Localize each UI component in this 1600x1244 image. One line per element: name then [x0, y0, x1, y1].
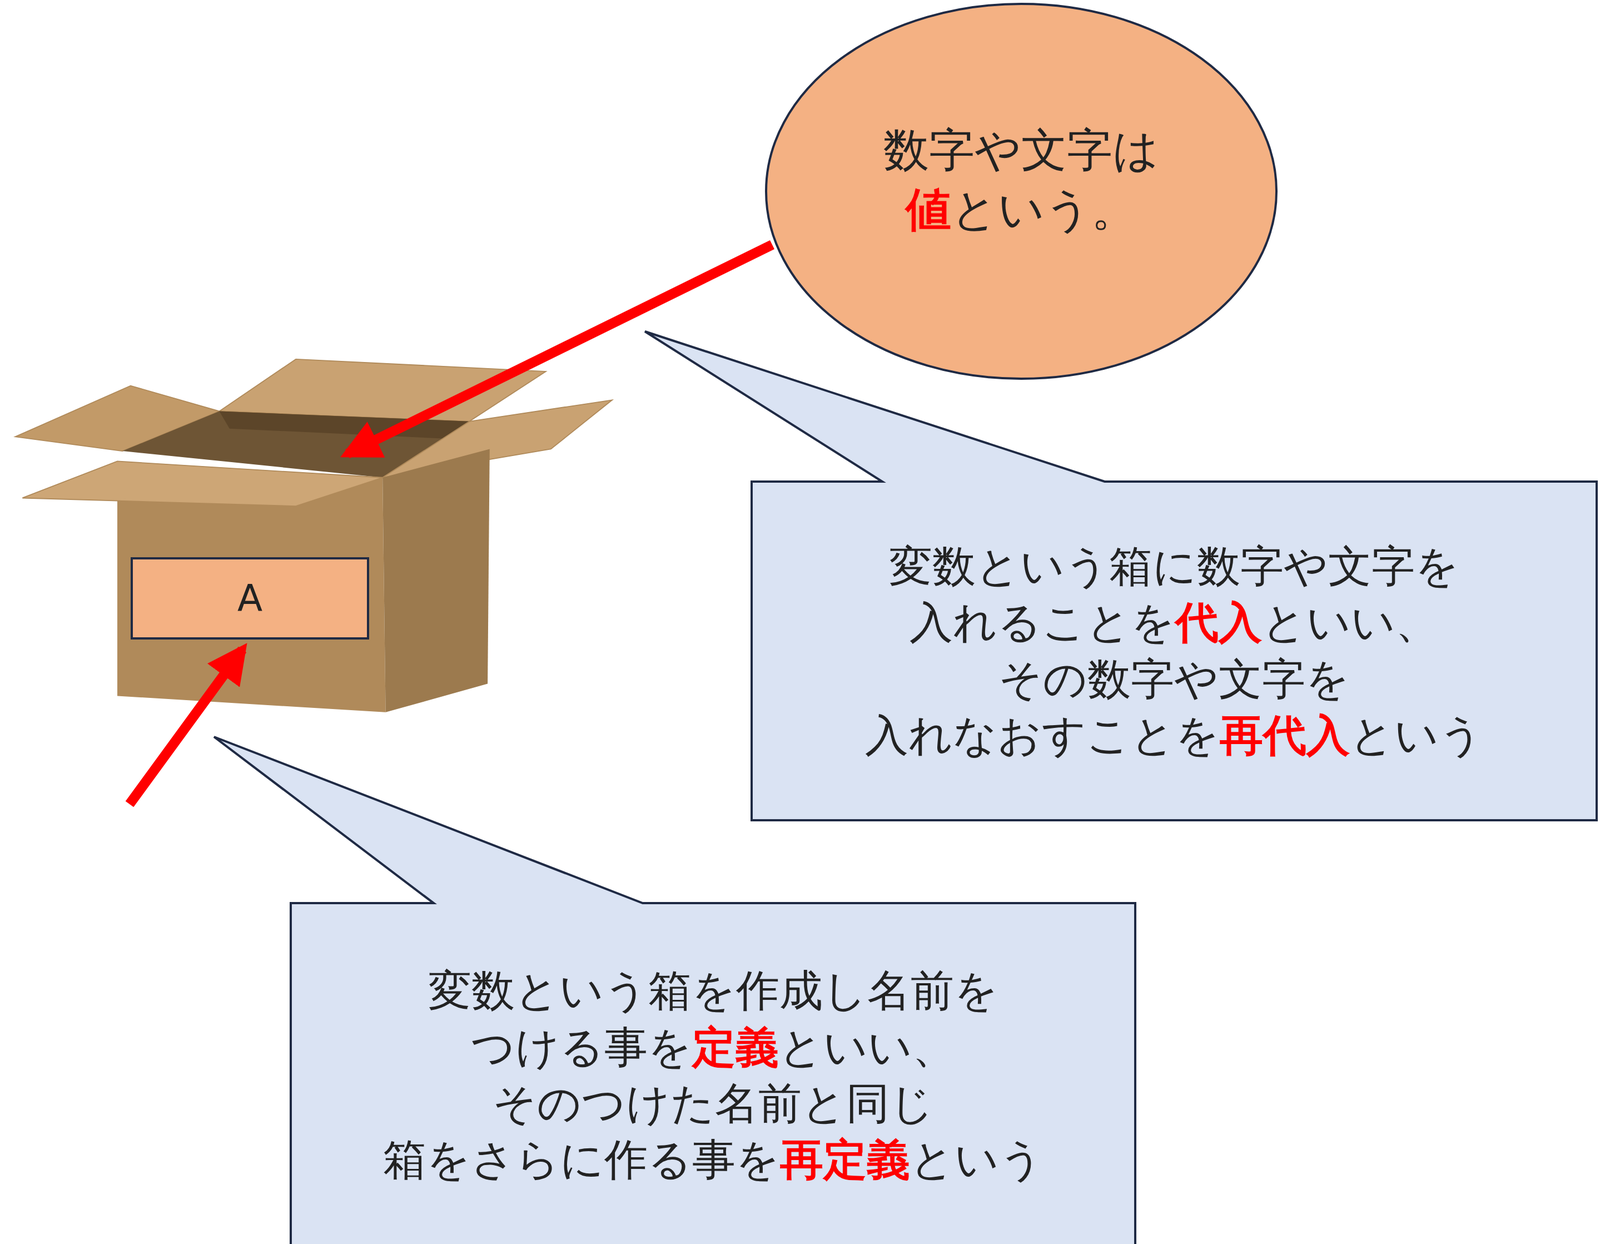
node-text: 変数という箱を作成し名前を つける事を定義といい、 そのつけた名前と同じ 箱をさ…	[366, 962, 1061, 1189]
callout-box: 変数という箱を作成し名前を つける事を定義といい、 そのつけた名前と同じ 箱をさ…	[290, 902, 1136, 1244]
highlight: 値	[905, 182, 952, 236]
pointer-arrow	[129, 649, 243, 804]
callout-outline	[290, 902, 1136, 1244]
node-text: A	[213, 574, 287, 623]
callout-box: 変数という箱に数字や文字を 入れることを代入といい、 その数字や文字を 入れなお…	[751, 481, 1597, 821]
highlight: 再定義	[779, 1134, 911, 1185]
variable-label: A	[130, 557, 370, 640]
pointer-arrow	[347, 244, 773, 454]
ellipse-shape	[766, 3, 1277, 379]
callout-outline	[751, 481, 1597, 821]
cardboard-box	[15, 359, 613, 713]
callout-shape	[214, 736, 1136, 1244]
node-text: 数字や文字は 値という。	[861, 120, 1181, 240]
callout-shape	[644, 331, 1597, 821]
highlight: 定義	[692, 1021, 779, 1072]
highlight: 代入	[1175, 597, 1262, 648]
box-flap	[22, 460, 383, 506]
highlight: 再代入	[1219, 709, 1350, 760]
value-ellipse: 数字や文字は 値という。	[764, 2, 1279, 381]
box-flap	[382, 399, 613, 477]
box-flap	[219, 359, 546, 422]
node-text: 変数という箱に数字や文字を 入れることを代入といい、 その数字や文字を 入れなお…	[848, 538, 1500, 764]
box-side	[382, 448, 490, 712]
